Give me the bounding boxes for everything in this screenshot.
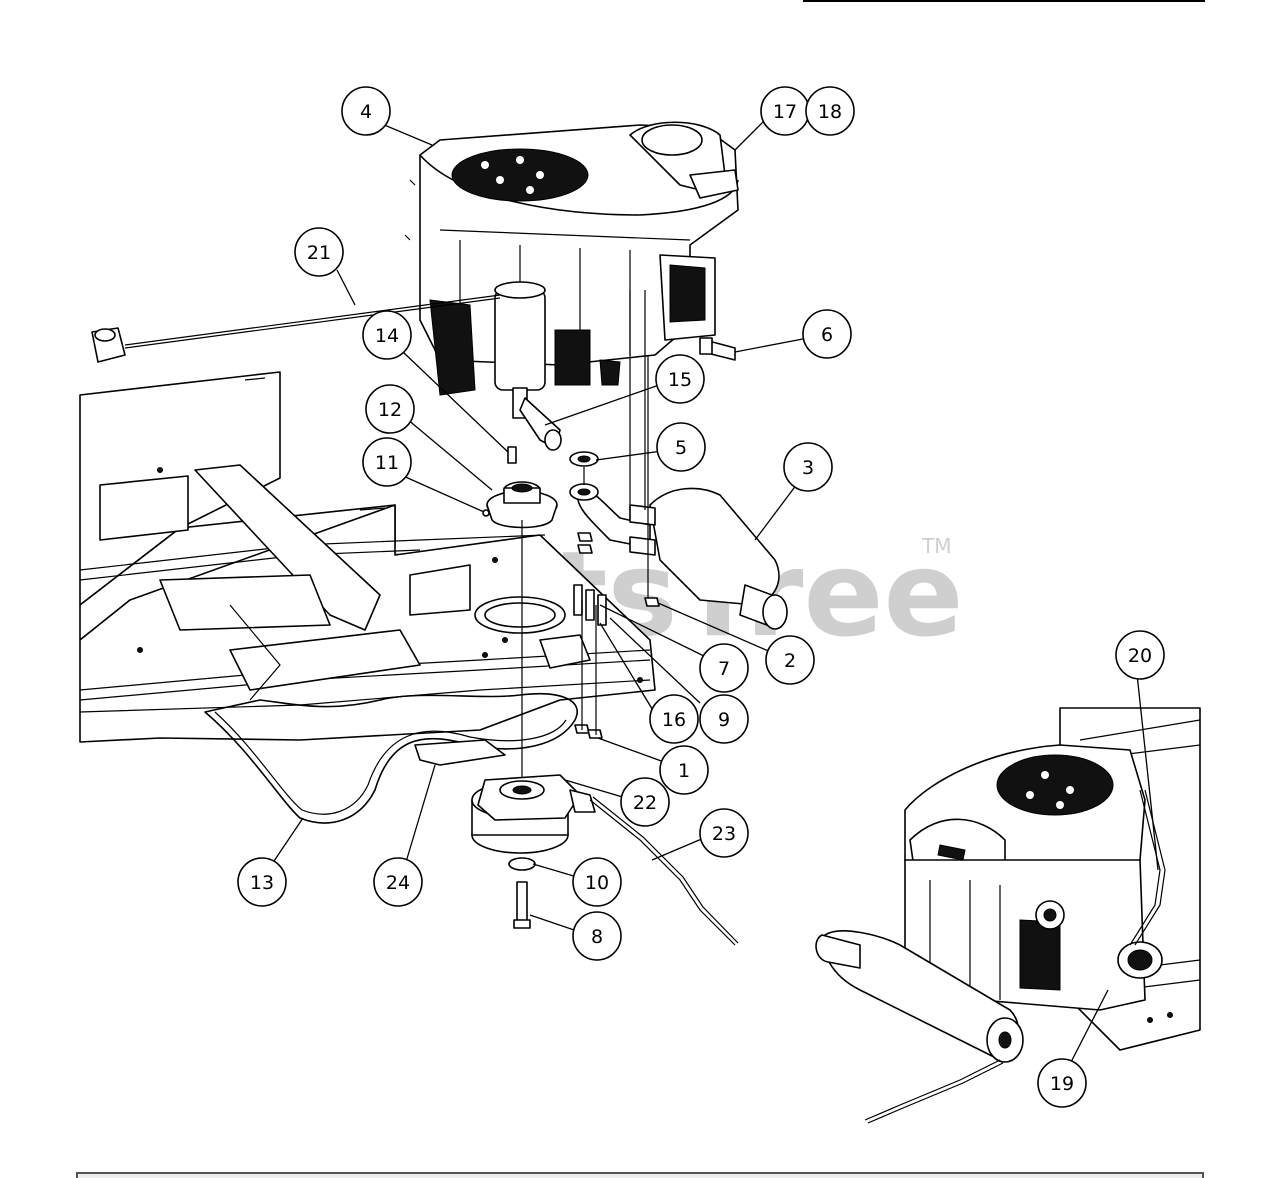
callout-14: 14 xyxy=(362,310,412,360)
callout-11: 11 xyxy=(362,437,412,487)
callout-12: 12 xyxy=(365,384,415,434)
callout-8: 8 xyxy=(572,911,622,961)
callout-24: 24 xyxy=(373,857,423,907)
callout-15: 15 xyxy=(655,354,705,404)
clutch-bolt xyxy=(513,881,531,929)
pto-clutch xyxy=(471,774,596,854)
callout-1: 1 xyxy=(659,745,709,795)
callout-2: 2 xyxy=(765,635,815,685)
svg-text:1: 1 xyxy=(678,760,690,782)
callout-17: 17 xyxy=(760,86,810,136)
svg-text:12: 12 xyxy=(378,399,402,421)
hardware-fasteners xyxy=(521,290,660,790)
svg-text:2: 2 xyxy=(784,650,796,672)
svg-text:11: 11 xyxy=(375,452,399,474)
exhaust-gasket xyxy=(569,451,599,467)
svg-text:19: 19 xyxy=(1050,1073,1074,1095)
svg-text:23: 23 xyxy=(712,823,736,845)
svg-text:5: 5 xyxy=(675,437,687,459)
chassis-frame xyxy=(79,371,656,743)
svg-text:13: 13 xyxy=(250,872,274,894)
set-screw xyxy=(482,509,490,517)
oil-drain-hose xyxy=(512,387,562,451)
svg-text:24: 24 xyxy=(386,872,410,894)
callout-16: 16 xyxy=(649,694,699,744)
fuel-fitting xyxy=(699,337,736,361)
callout-5: 5 xyxy=(656,422,706,472)
svg-text:4: 4 xyxy=(360,101,372,123)
callout-6: 6 xyxy=(802,309,852,359)
svg-text:22: 22 xyxy=(633,792,657,814)
callout-10: 10 xyxy=(572,857,622,907)
svg-text:9: 9 xyxy=(718,709,730,731)
callout-18: 18 xyxy=(805,86,855,136)
svg-text:17: 17 xyxy=(773,101,797,123)
muffler xyxy=(569,483,788,630)
key xyxy=(507,446,517,464)
svg-text:18: 18 xyxy=(818,101,842,123)
svg-text:21: 21 xyxy=(307,242,331,264)
watermark-trademark: TM xyxy=(921,534,951,558)
clutch-bracket xyxy=(414,739,506,766)
callout-13: 13 xyxy=(237,857,287,907)
svg-text:10: 10 xyxy=(585,872,609,894)
svg-text:14: 14 xyxy=(375,325,399,347)
svg-text:6: 6 xyxy=(821,324,833,346)
engine-assembly xyxy=(404,121,739,396)
callout-19: 19 xyxy=(1037,1058,1087,1108)
drive-belt xyxy=(204,692,578,824)
svg-text:16: 16 xyxy=(662,709,686,731)
callout-7: 7 xyxy=(699,643,749,693)
callout-3: 3 xyxy=(783,442,833,492)
clutch-wire-harness xyxy=(589,799,736,946)
svg-text:7: 7 xyxy=(718,658,730,680)
callout-20: 20 xyxy=(1115,630,1165,680)
svg-text:20: 20 xyxy=(1128,645,1152,667)
callout-4: 4 xyxy=(341,86,391,136)
callout-22: 22 xyxy=(620,777,670,827)
leader-lines xyxy=(271,117,1159,1065)
callout-9: 9 xyxy=(699,694,749,744)
svg-text:8: 8 xyxy=(591,926,603,948)
callout-21: 21 xyxy=(294,227,344,277)
callout-23: 23 xyxy=(699,808,749,858)
assembled-view-inset xyxy=(815,707,1201,1124)
engine-pulley xyxy=(486,481,558,529)
svg-text:15: 15 xyxy=(668,369,692,391)
footer-bar xyxy=(76,1172,1204,1178)
svg-text:3: 3 xyxy=(802,457,814,479)
washer xyxy=(508,857,536,871)
top-rule xyxy=(803,0,1205,2)
throttle-cable xyxy=(91,294,501,363)
